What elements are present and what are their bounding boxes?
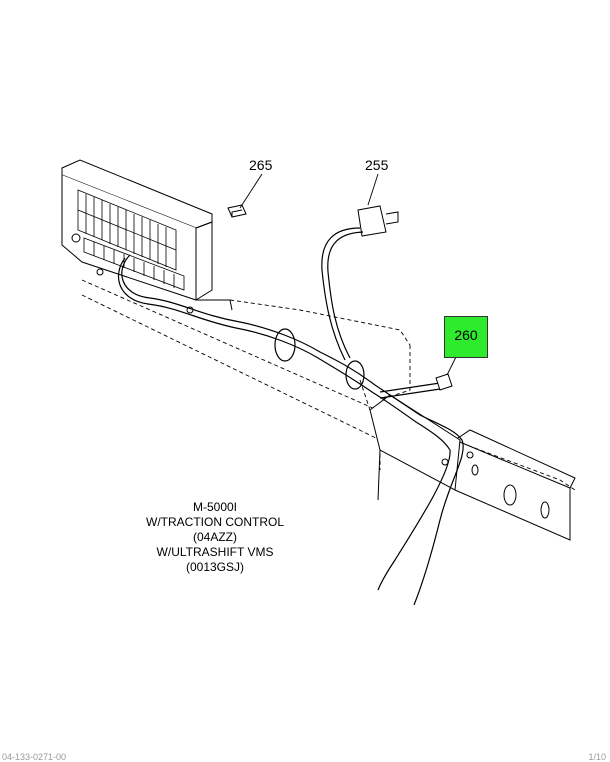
- cross-member: [369, 394, 576, 541]
- wire-harness: [117, 254, 464, 606]
- sensor-255: [321, 205, 399, 361]
- connector-260: [435, 373, 453, 391]
- caption-option-1: W/TRACTION CONTROL: [146, 515, 284, 529]
- callout-265: 265: [249, 157, 273, 173]
- callout-260-highlighted[interactable]: 260: [444, 316, 488, 358]
- leader-lines: [239, 173, 463, 376]
- footer-doc-id: 04-133-0271-00: [2, 752, 67, 762]
- diagram-caption: M-5000I W/TRACTION CONTROL (04AZZ) W/ULT…: [120, 500, 310, 575]
- clip-265: [227, 204, 247, 218]
- callout-255: 255: [365, 157, 389, 173]
- caption-code-2: (0013GSJ): [185, 560, 245, 574]
- fuse-box: [61, 159, 233, 314]
- caption-code-1: (04AZZ): [192, 530, 237, 544]
- footer-page: 1/10: [588, 752, 606, 762]
- caption-option-2: W/ULTRASHIFT VMS: [156, 545, 274, 559]
- caption-model: M-5000I: [192, 500, 238, 514]
